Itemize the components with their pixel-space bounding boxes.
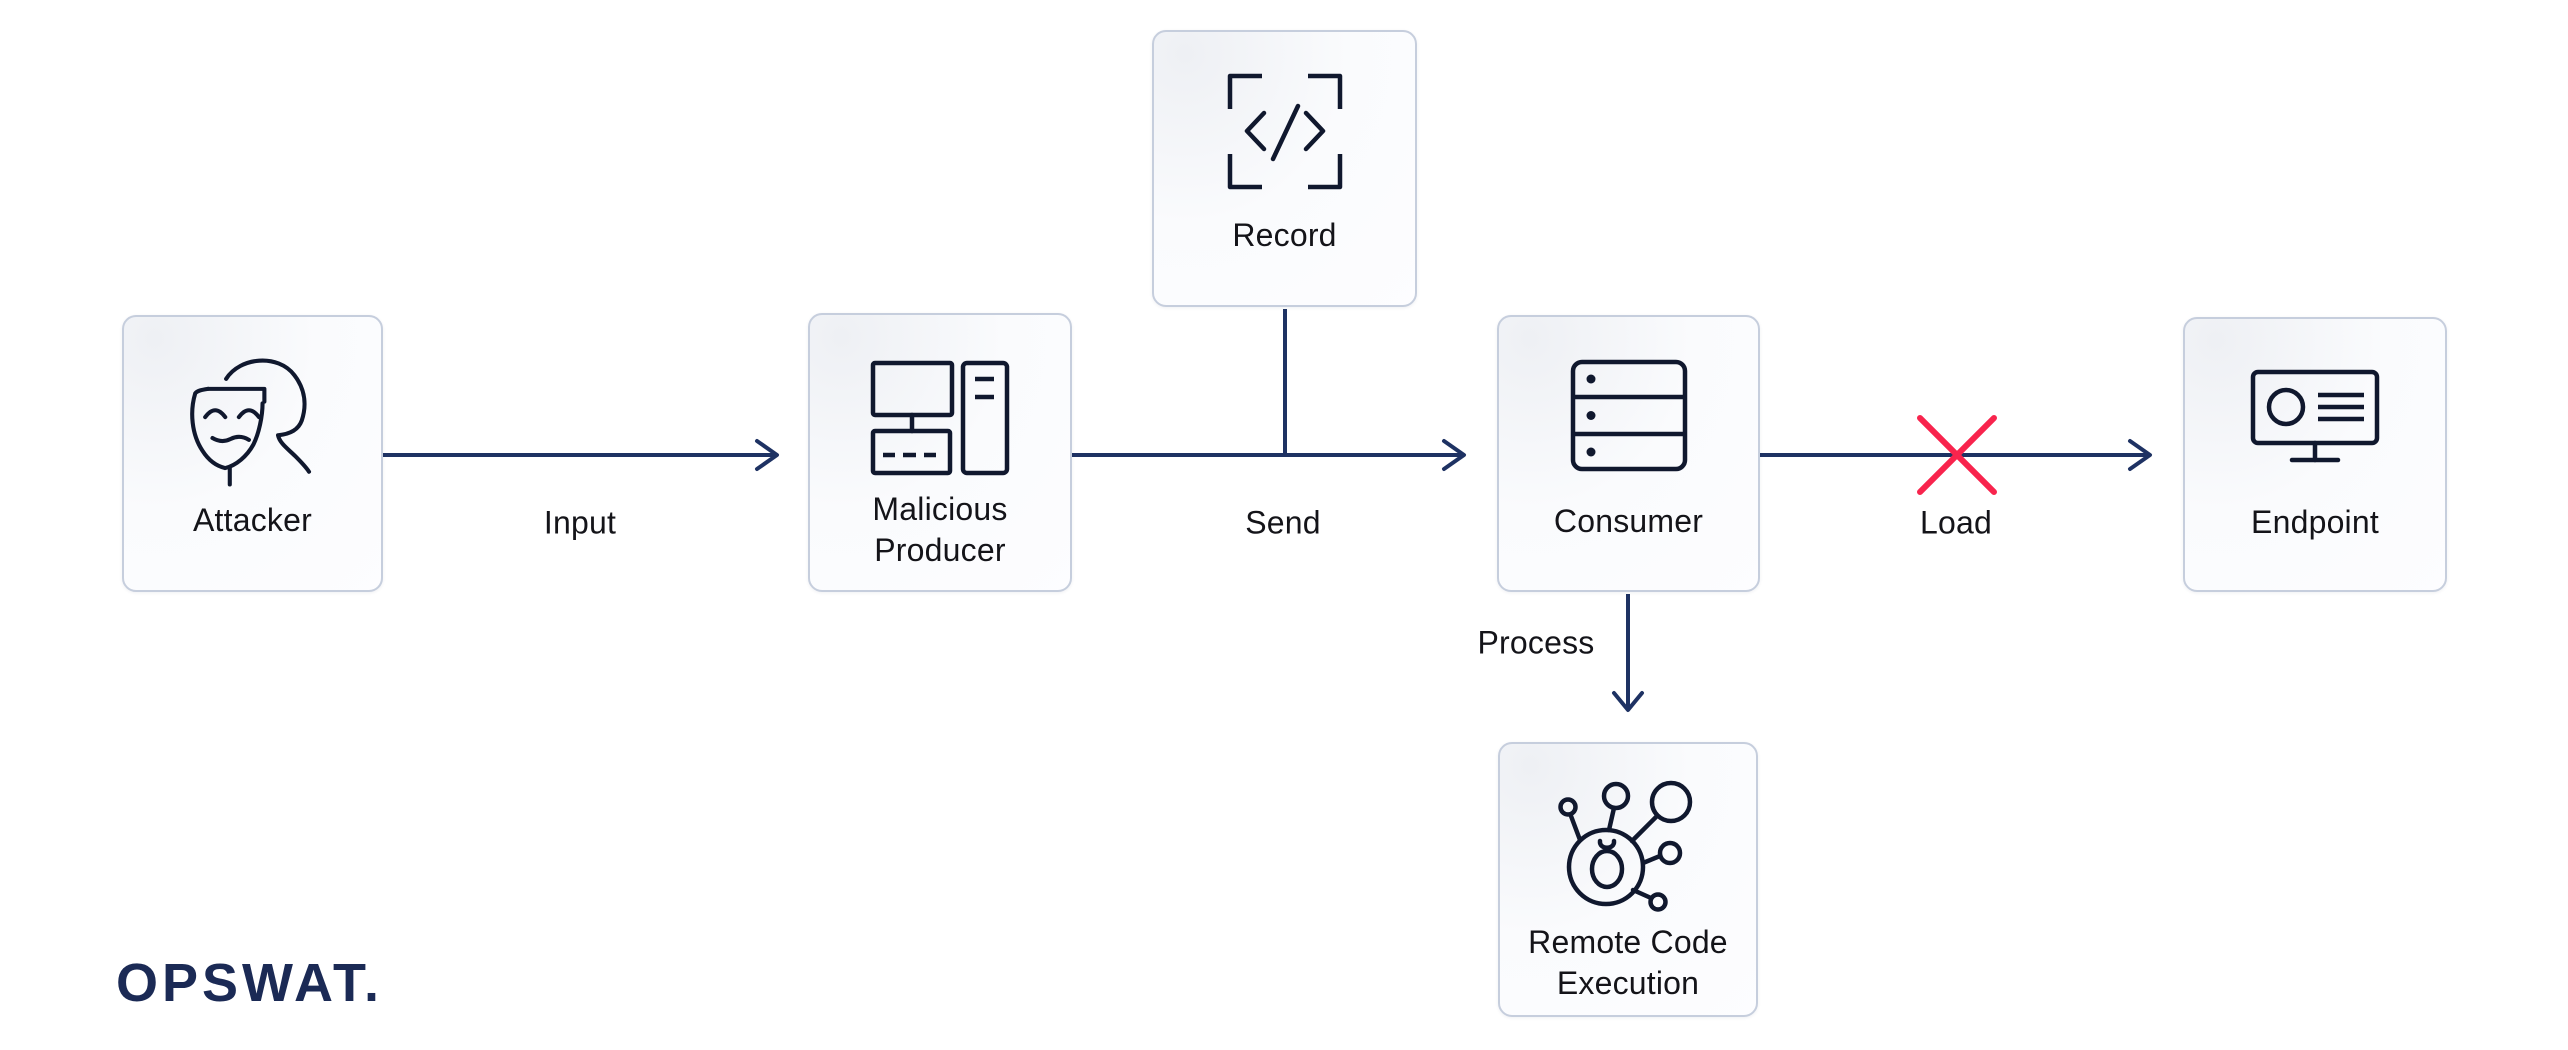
edge-input-arrow bbox=[383, 439, 779, 471]
node-consumer: Consumer bbox=[1497, 315, 1760, 592]
monitor-icon bbox=[2250, 369, 2380, 463]
node-malicious-producer: Malicious Producer bbox=[808, 313, 1072, 592]
code-brackets-icon bbox=[1227, 73, 1342, 190]
edge-send-arrow bbox=[1072, 439, 1466, 471]
edge-label-process: Process bbox=[1477, 624, 1595, 661]
workstation-icon bbox=[870, 360, 1010, 476]
node-label-attacker: Attacker bbox=[193, 502, 312, 538]
edge-label-send: Send bbox=[1245, 504, 1321, 541]
node-endpoint: Endpoint bbox=[2183, 317, 2447, 592]
server-stack-icon bbox=[1570, 359, 1687, 472]
node-label-malicious-producer: Malicious Producer bbox=[872, 491, 1008, 568]
node-label-remote-code-execution: Remote Code Execution bbox=[1528, 924, 1728, 1001]
node-attacker: Attacker bbox=[122, 315, 383, 592]
edge-label-load: Load bbox=[1920, 504, 1992, 541]
edge-label-input: Input bbox=[543, 504, 617, 541]
malware-spread-icon bbox=[1558, 780, 1693, 912]
opswat-logo: OPSWAT. bbox=[116, 953, 384, 1013]
node-label-record: Record bbox=[1232, 217, 1337, 253]
edge-process-arrow bbox=[1612, 594, 1644, 712]
node-label-endpoint: Endpoint bbox=[2251, 504, 2379, 540]
node-remote-code-execution: Remote Code Execution bbox=[1498, 742, 1758, 1017]
edge-load-arrow bbox=[1760, 415, 2152, 495]
blocked-x-icon bbox=[1917, 415, 1997, 495]
node-label-consumer: Consumer bbox=[1553, 503, 1704, 539]
attacker-mask-icon bbox=[189, 358, 311, 487]
node-record: Record bbox=[1152, 30, 1417, 307]
